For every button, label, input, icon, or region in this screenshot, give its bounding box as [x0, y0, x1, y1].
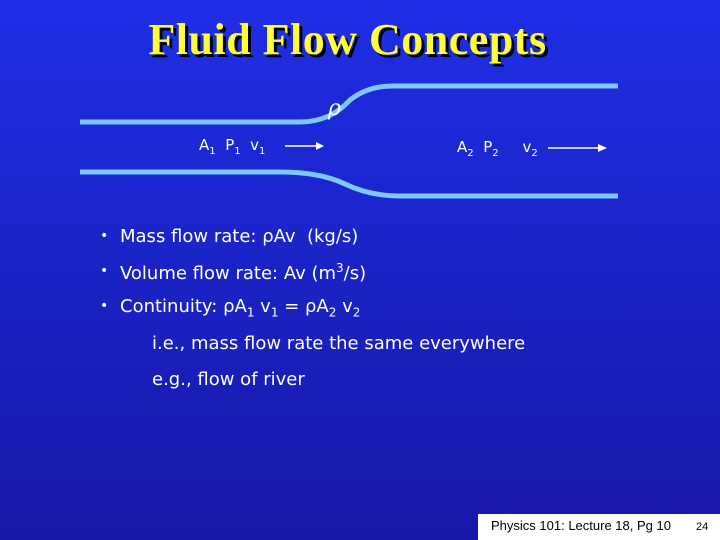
- footer-text: Physics 101: Lecture 18, Pg 10: [491, 518, 671, 533]
- continuity-rho-a1: ρA: [223, 296, 247, 317]
- label-a2: A: [457, 138, 468, 156]
- pipe-upper-wall: [80, 83, 618, 125]
- label-v1-sub: 1: [259, 146, 266, 157]
- bullet-volume-flow-prefix: Volume flow rate:: [120, 263, 284, 284]
- continuity-rho-a2: ρA: [305, 296, 329, 317]
- bullet-continuity: • Continuity: ρA1 v1 = ρA2 v2: [100, 296, 361, 320]
- label-a1-sub: 1: [209, 146, 216, 157]
- bullet-mass-flow-formula: ρAv: [262, 226, 296, 247]
- continuity-a1-sub: 1: [246, 305, 255, 320]
- label-v2: v: [522, 138, 532, 156]
- label-section-2: A2 P2 v2: [457, 138, 538, 159]
- bullet-dot: •: [100, 263, 109, 279]
- label-a1: A: [199, 136, 210, 154]
- label-p2-sub: 2: [492, 148, 499, 159]
- note-ie: i.e., mass flow rate the same everywhere: [152, 333, 526, 354]
- label-p1: P: [225, 136, 235, 154]
- footer-background: [478, 514, 720, 540]
- page-number: 24: [696, 521, 709, 533]
- label-p1-sub: 1: [234, 146, 241, 157]
- pipe-lower-wall: [80, 169, 618, 199]
- note-eg: e.g., flow of river: [152, 369, 305, 390]
- label-v2-sub: 2: [531, 148, 538, 159]
- continuity-a2-sub: 2: [328, 305, 337, 320]
- bullet-volume-flow-exponent: 3: [336, 261, 344, 275]
- bullet-mass-flow-units: (kg/s): [295, 226, 359, 247]
- continuity-v1: v: [254, 296, 271, 317]
- continuity-v1-sub: 1: [270, 305, 279, 320]
- flow-arrow-2-head: [598, 144, 607, 152]
- continuity-equals: =: [278, 296, 305, 317]
- label-section-1: A1 P1 v1: [199, 136, 265, 157]
- bullet-mass-flow-prefix: Mass flow rate:: [120, 226, 263, 247]
- flow-arrow-1-head: [316, 142, 324, 150]
- density-symbol: ρ: [328, 96, 341, 121]
- continuity-v2: v: [336, 296, 353, 317]
- continuity-v2-sub: 2: [352, 305, 361, 320]
- bullet-dot: •: [100, 298, 109, 314]
- bullet-volume-flow: • Volume flow rate: Av (m3/s): [100, 261, 367, 284]
- bullet-volume-flow-units-end: /s): [343, 263, 367, 284]
- bullet-volume-flow-units: (m: [305, 263, 337, 284]
- bullet-dot: •: [100, 228, 109, 244]
- bullet-continuity-prefix: Continuity:: [120, 296, 224, 317]
- bullet-volume-flow-formula: Av: [283, 263, 306, 284]
- bullet-mass-flow: • Mass flow rate: ρAv (kg/s): [100, 226, 359, 247]
- label-p2: P: [483, 138, 493, 156]
- label-a2-sub: 2: [467, 148, 474, 159]
- slide-title: Fluid Flow Concepts: [148, 15, 547, 64]
- label-v1: v: [250, 136, 260, 154]
